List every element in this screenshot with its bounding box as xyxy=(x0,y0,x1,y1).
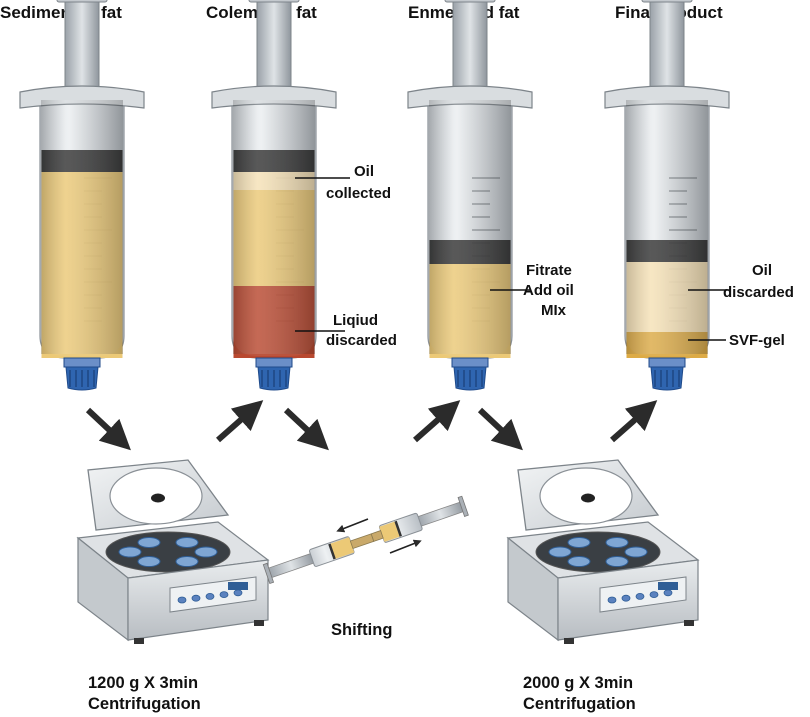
rotor-tube xyxy=(175,556,199,568)
arrow-from-shifting xyxy=(413,400,461,443)
foot xyxy=(254,620,264,626)
panel-button xyxy=(607,596,617,604)
process-arrows xyxy=(85,400,658,451)
rotor-tube xyxy=(567,536,591,548)
rotor-tube xyxy=(175,536,199,548)
panel-button xyxy=(219,591,229,598)
svg-text:discarded: discarded xyxy=(723,284,794,301)
lid-knob xyxy=(581,493,595,503)
rotor-tube xyxy=(624,546,648,558)
syringe-final-product xyxy=(604,0,730,391)
rotor-tube xyxy=(548,546,572,558)
svg-text:Liqiud: Liqiud xyxy=(333,312,378,329)
title-sedimented-fat: Sedimented fat xyxy=(0,3,122,22)
lid-knob xyxy=(151,493,165,503)
panel-button xyxy=(663,589,673,597)
arrow-shift-right xyxy=(389,539,422,554)
cap-ring xyxy=(451,357,489,368)
label-shifting: Shifting xyxy=(331,621,392,639)
shifting-syringes xyxy=(262,495,469,585)
syringe-tip-content xyxy=(626,336,708,358)
plunger-thumb xyxy=(56,0,108,3)
arrow-to-centrifuge-1 xyxy=(85,407,131,451)
svg-text:discarded: discarded xyxy=(326,332,397,349)
syringe-tip-content xyxy=(233,336,315,358)
syringe-enmeshed-fat xyxy=(407,0,533,391)
cap-ring xyxy=(255,357,293,368)
rotor-tube xyxy=(137,556,161,568)
panel-button xyxy=(649,591,659,598)
syringe-tip-content xyxy=(41,336,123,358)
rotor-bowl xyxy=(535,531,661,573)
syringe-sedimented-fat xyxy=(19,0,145,391)
panel-display xyxy=(228,582,248,590)
label-oil-collected: Oil collected xyxy=(295,163,391,202)
syringe-tip-content xyxy=(429,336,511,358)
svg-text:MIx: MIx xyxy=(541,302,567,319)
step2-speed: 2000 g X 3min xyxy=(523,674,633,692)
cap-ring xyxy=(648,357,686,368)
rotor-tube xyxy=(605,556,629,568)
panel-button xyxy=(191,594,201,602)
foot xyxy=(684,620,694,626)
panel-button xyxy=(635,593,645,600)
syringe-colemans-fat xyxy=(211,0,337,391)
arrow-from-centrifuge-2 xyxy=(610,400,658,443)
barrel-shading xyxy=(429,100,511,354)
centrifuge-2 xyxy=(506,459,700,644)
arrow-to-shifting xyxy=(283,407,329,451)
rotor-tube xyxy=(194,546,218,558)
foot xyxy=(134,638,144,644)
panel-display xyxy=(658,582,678,590)
label-oil-discarded: Oil discarded xyxy=(688,262,794,301)
rotor-tube xyxy=(118,546,142,558)
plunger-thumb xyxy=(248,0,300,3)
barrel-shading xyxy=(626,100,708,354)
shifting-direction-arrows xyxy=(336,518,422,554)
rotor-tube xyxy=(567,556,591,568)
arrow-from-centrifuge-1 xyxy=(216,400,264,443)
arrow-shift-left xyxy=(336,518,369,533)
panel-button xyxy=(621,594,631,602)
svg-text:Add oil: Add oil xyxy=(523,282,574,299)
step1-method: Centrifugation xyxy=(88,695,201,713)
panel-button xyxy=(233,589,243,597)
svg-text:Oil: Oil xyxy=(354,163,374,180)
step2-method: Centrifugation xyxy=(523,695,636,713)
label-liquid-discarded: Liqiud discarded xyxy=(295,312,397,349)
label-svf-gel: SVF-gel xyxy=(688,332,785,349)
cap-ring xyxy=(63,357,101,368)
step1-speed: 1200 g X 3min xyxy=(88,674,198,692)
foot xyxy=(564,638,574,644)
svg-text:Fitrate: Fitrate xyxy=(526,262,572,279)
rotor-bowl xyxy=(105,531,231,573)
plunger-thumb xyxy=(641,0,693,3)
svg-text:collected: collected xyxy=(326,185,391,202)
rotor-tube xyxy=(605,536,629,548)
panel-button xyxy=(177,596,187,604)
arrow-to-centrifuge-2 xyxy=(477,407,523,451)
plunger-thumb xyxy=(444,0,496,3)
barrel-shading xyxy=(233,100,315,354)
svg-text:SVF-gel: SVF-gel xyxy=(729,332,785,349)
barrel-shading xyxy=(41,100,123,354)
rotor-tube xyxy=(137,536,161,548)
centrifuge-1 xyxy=(76,459,270,644)
label-fitrate-add-oil-mix: Fitrate Add oil MIx xyxy=(490,262,574,319)
panel-button xyxy=(205,593,215,600)
svg-text:Oil: Oil xyxy=(752,262,772,279)
